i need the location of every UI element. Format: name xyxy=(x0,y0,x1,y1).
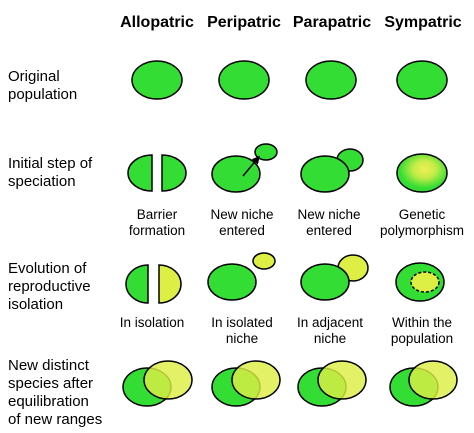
row-label-line: species after xyxy=(8,375,94,392)
peripatric-budding-population xyxy=(211,143,278,193)
parapatric-adjacent-pair xyxy=(300,254,369,301)
column-header-allopatric: Allopatric xyxy=(120,14,194,31)
caption-line: In adjacent xyxy=(296,315,364,330)
row-label-line: isolation xyxy=(8,296,64,313)
row-label-line: Evolution of xyxy=(8,260,87,277)
row-label-line: population xyxy=(8,86,78,103)
row-label-line: Initial step of xyxy=(8,155,93,172)
population-peripatric xyxy=(218,60,270,100)
row-label-line: New distinct xyxy=(8,357,89,374)
column-header-parapatric: Parapatric xyxy=(292,14,372,31)
caption-barrier-formation: Barrier formation xyxy=(107,207,207,239)
parapatric-overlapping-species xyxy=(297,360,367,407)
caption-in-isolated-niche: In isolated niche xyxy=(192,315,292,347)
caption-line: niche xyxy=(313,331,347,346)
caption-in-isolation: In isolation xyxy=(102,315,202,331)
row-label-line: Original xyxy=(8,68,60,85)
row-label-evolution-isolation: Evolution of reproductive isolation xyxy=(8,260,123,314)
caption-line: formation xyxy=(128,223,186,238)
sympatric-overlapping-species xyxy=(389,360,458,407)
caption-line: Barrier xyxy=(136,207,178,222)
caption-line: polymorphism xyxy=(379,223,465,238)
population-parapatric xyxy=(305,60,357,100)
caption-line: entered xyxy=(306,223,352,238)
population-allopatric xyxy=(131,60,183,100)
caption-line: Genetic xyxy=(398,207,446,222)
caption-in-adjacent-niche: In adjacent niche xyxy=(280,315,380,347)
row-label-line: speciation xyxy=(8,173,76,190)
column-header-peripatric: Peripatric xyxy=(207,14,281,31)
peripatric-overlapping-species xyxy=(211,360,281,407)
caption-line: Within the xyxy=(391,315,453,330)
row-label-original-population: Original population xyxy=(8,68,123,104)
sympatric-internal-subpopulation xyxy=(395,262,445,302)
peripatric-isolated-pair xyxy=(207,252,276,301)
allopatric-split-population xyxy=(127,154,187,192)
row-label-new-species: New distinct species after equilibration… xyxy=(8,357,123,429)
caption-line: entered xyxy=(219,223,265,238)
row-label-line: equilibration xyxy=(8,393,89,410)
column-header-sympatric: Sympatric xyxy=(384,14,462,31)
caption-line: In isolation xyxy=(119,315,185,330)
row-label-initial-step: Initial step of speciation xyxy=(8,155,123,191)
caption-new-niche-parapatric: New niche entered xyxy=(279,207,379,239)
caption-line: In isolated xyxy=(211,315,273,330)
caption-line: New niche xyxy=(297,207,361,222)
caption-line: New niche xyxy=(210,207,274,222)
population-sympatric xyxy=(396,60,448,100)
caption-genetic-polymorphism: Genetic polymorphism xyxy=(372,207,472,239)
row-label-line: reproductive xyxy=(8,278,91,295)
parapatric-expanding-population xyxy=(300,148,364,193)
caption-within-population: Within the population xyxy=(372,315,472,347)
allopatric-isolated-pair xyxy=(125,264,182,304)
row-label-line: of new ranges xyxy=(8,411,103,428)
sympatric-polymorphic-population xyxy=(396,153,448,193)
caption-line: population xyxy=(390,331,454,346)
caption-line: niche xyxy=(225,331,259,346)
caption-new-niche-peripatric: New niche entered xyxy=(192,207,292,239)
allopatric-overlapping-species xyxy=(122,360,193,407)
